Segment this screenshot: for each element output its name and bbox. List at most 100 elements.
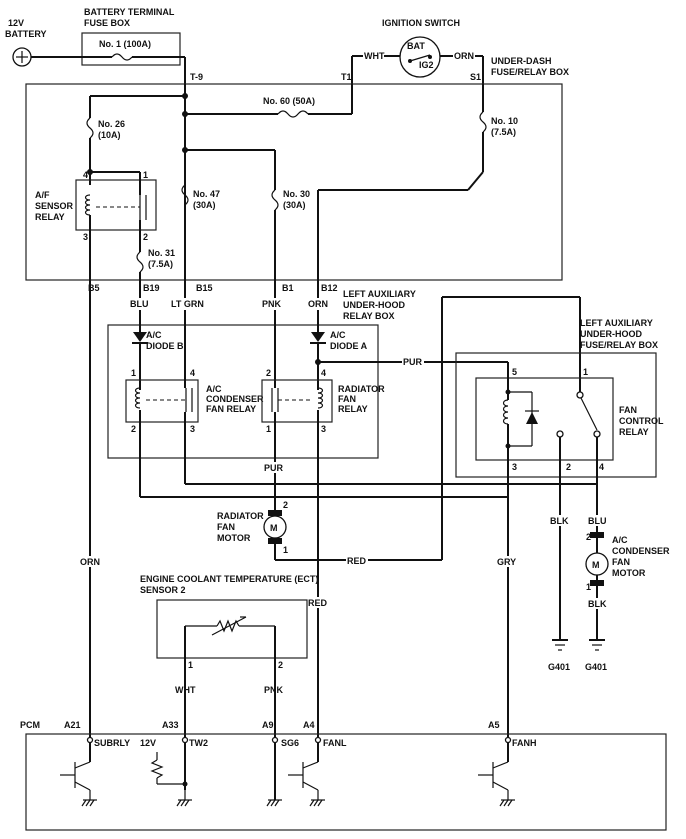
battery: 12V BATTERY: [5, 18, 47, 67]
wire-blk-2: BLK: [588, 599, 607, 609]
diode-a-label-2: DIODE A: [330, 341, 368, 351]
under-dash-fuse-relay-box: UNDER-DASH FUSE/RELAY BOX T-9 T1 S1: [25, 56, 569, 281]
cond-relay-pin-4: 4: [190, 368, 195, 378]
fuse-no47-rating: (30A): [193, 200, 216, 210]
wire-red-2: RED: [308, 598, 328, 608]
cond-relay-label-1: A/C: [206, 384, 222, 394]
fuse-no10-label: No. 10: [491, 116, 518, 126]
cond-relay-label-3: FAN RELAY: [206, 404, 256, 414]
fan-control-relay: 5 1 3 2 4 FAN CONTROL RELAY: [475, 362, 664, 497]
diode-b-label-1: A/C: [146, 330, 162, 340]
pcm-pin-a33: A33: [162, 720, 179, 730]
fuse-no30-label: No. 30: [283, 189, 310, 199]
radiator-fan-motor: M 2 1 RADIATOR FAN MOTOR: [217, 500, 288, 555]
ignition-switch: IGNITION SWITCH BAT IG2: [382, 18, 460, 78]
batt-fuse-box-title-1: BATTERY TERMINAL: [84, 7, 175, 17]
rad-motor-pin-1: 1: [283, 545, 288, 555]
fuse-no1-label: No. 1 (100A): [99, 39, 151, 49]
rad-relay-label-1: RADIATOR: [338, 384, 385, 394]
ac-condenser-fan-relay: 1 4 2 3 A/C CONDENSER FAN RELAY: [125, 368, 264, 434]
wire-b19-color: BLU: [130, 299, 149, 309]
af-relay-pin-4: 4: [83, 170, 88, 180]
underdash-title-1: UNDER-DASH: [491, 56, 552, 66]
cond-motor-label-1: A/C: [612, 535, 628, 545]
left-aux-title-2: UNDER-HOOD: [343, 300, 405, 310]
battery-voltage-label: 12V: [8, 18, 24, 28]
ect-sensor-2: ENGINE COOLANT TEMPERATURE (ECT) SENSOR …: [140, 574, 318, 740]
pcm-12v: 12V: [140, 738, 156, 748]
pcm-tw2: TW2: [189, 738, 208, 748]
battery-terminal-fuse-box: BATTERY TERMINAL FUSE BOX No. 1 (100A): [81, 7, 181, 66]
fuse-no60-label: No. 60 (50A): [263, 96, 315, 106]
fuse-no30-symbol: [271, 189, 279, 211]
wire-ect-pnk: PNK: [264, 685, 284, 695]
rad-motor-label-3: MOTOR: [217, 533, 251, 543]
af-relay-pin-2: 2: [143, 232, 148, 242]
af-sensor-relay: A/F SENSOR RELAY 4 1 3 2: [35, 170, 157, 242]
fuse-no47-label: No. 47: [193, 189, 220, 199]
wire-pur-mid: PUR: [264, 463, 284, 473]
terminal-t9: T-9: [190, 72, 203, 82]
pcm: PCM A21 A33 A9 A4 A5 SUBRLY TW2 SG6 FANL…: [20, 720, 667, 831]
rad-relay-pin-2: 2: [266, 368, 271, 378]
fan-relay-pin-1: 1: [583, 367, 588, 377]
af-relay-pin-1: 1: [143, 170, 148, 180]
pcm-transistor-fanh: [478, 743, 515, 807]
fan-box-title-1: LEFT AUXILIARY: [580, 318, 653, 328]
ground-g401-2: G401: [585, 639, 607, 672]
connector-b19: B19: [143, 283, 160, 293]
pcm-tw2-pullup: [150, 743, 192, 807]
wire-ect-wht: WHT: [175, 685, 196, 695]
fan-relay-pin-2: 2: [566, 462, 571, 472]
rad-relay-pin-1: 1: [266, 424, 271, 434]
rad-relay-label-3: RELAY: [338, 404, 368, 414]
af-relay-pin-3: 3: [83, 232, 88, 242]
pcm-subrly: SUBRLY: [94, 738, 130, 748]
pcm-pin-a21: A21: [64, 720, 81, 730]
fuse-no31-symbol: [136, 251, 144, 273]
rad-motor-pin-2: 2: [283, 500, 288, 510]
pcm-pin-a5: A5: [488, 720, 500, 730]
underdash-title-2: FUSE/RELAY BOX: [491, 67, 569, 77]
connector-b15: B15: [196, 283, 213, 293]
af-relay-label-1: A/F: [35, 190, 50, 200]
rad-relay-pin-4: 4: [321, 368, 326, 378]
rad-motor-label-1: RADIATOR: [217, 511, 264, 521]
pcm-transistor-fanl: [288, 743, 325, 807]
fan-relay-pin-5: 5: [512, 367, 517, 377]
connector-b5: B5: [88, 283, 100, 293]
wire-blk-1: BLK: [550, 516, 569, 526]
fan-relay-label-3: RELAY: [619, 427, 649, 437]
cond-relay-pin-1: 1: [131, 368, 136, 378]
pcm-sg6-ground: [266, 743, 282, 807]
terminal-s1: S1: [470, 72, 481, 82]
cond-relay-pin-3: 3: [190, 424, 195, 434]
rad-motor-m: M: [270, 523, 278, 533]
wire-gry: GRY: [497, 557, 516, 567]
pcm-fanh: FANH: [512, 738, 537, 748]
pcm-sg6: SG6: [281, 738, 299, 748]
fuse-no47-symbol: [181, 184, 189, 206]
ground-label-1: G401: [548, 662, 570, 672]
fuse-no26-symbol: [86, 117, 94, 139]
fan-relay-label-2: CONTROL: [619, 416, 664, 426]
wire-b12-color: ORN: [308, 299, 328, 309]
fan-box-title-3: FUSE/RELAY BOX: [580, 340, 658, 350]
fan-relay-pin-3: 3: [512, 462, 517, 472]
connector-b12: B12: [321, 283, 338, 293]
pcm-fanl: FANL: [323, 738, 347, 748]
cond-motor-label-3: FAN: [612, 557, 630, 567]
batt-fuse-box-title-2: FUSE BOX: [84, 18, 130, 28]
fuse-no10-rating: (7.5A): [491, 127, 516, 137]
wire-wht-ignition: WHT: [364, 51, 385, 61]
ect-title-2: SENSOR 2: [140, 585, 186, 595]
left-aux-relay-box: LEFT AUXILIARY UNDER-HOOD RELAY BOX: [107, 289, 416, 459]
fuse-no30-rating: (30A): [283, 200, 306, 210]
cond-motor-pin-2: 2: [586, 532, 591, 542]
wire-pur-top: PUR: [403, 357, 423, 367]
fuse-no31-rating: (7.5A): [148, 259, 173, 269]
pcm-transistor-subrly: [60, 743, 97, 807]
fuse-no1-symbol: [111, 53, 133, 61]
fuse-no26-label: No. 26: [98, 119, 125, 129]
